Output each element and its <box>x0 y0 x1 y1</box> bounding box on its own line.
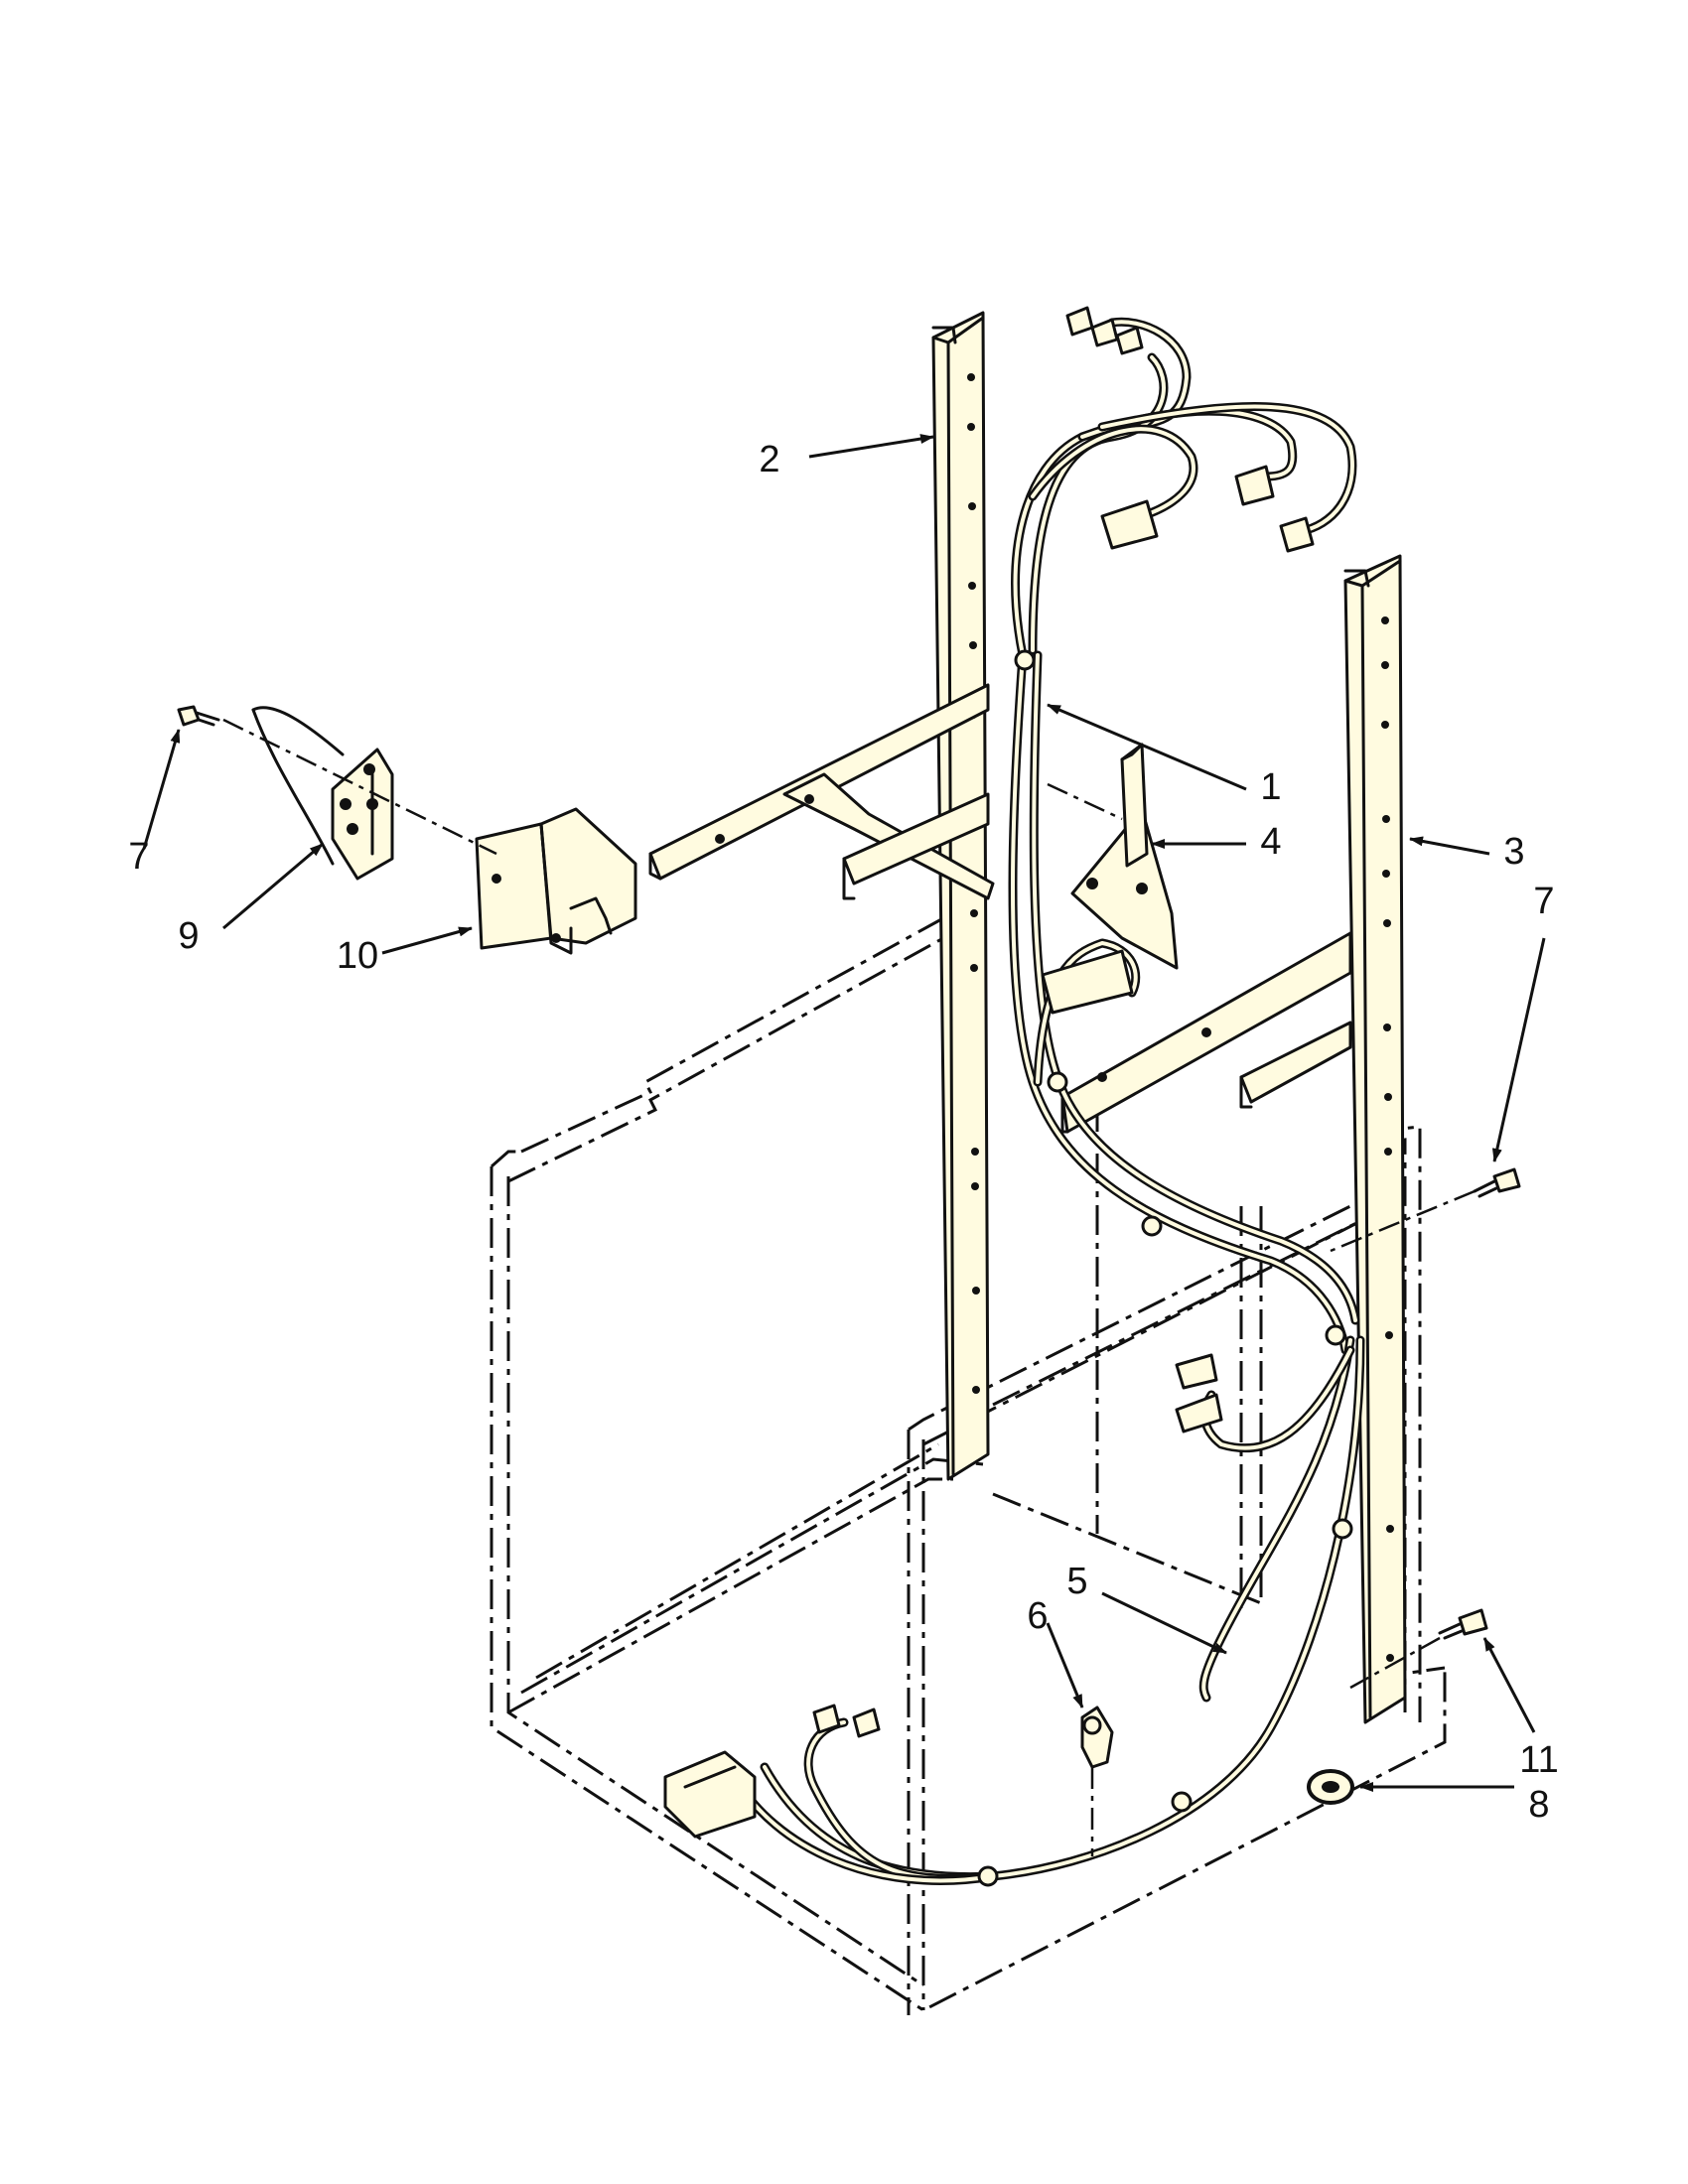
callout-3: 3 <box>1503 831 1524 873</box>
callout-10: 10 <box>337 935 378 977</box>
callout-8: 8 <box>1528 1784 1549 1826</box>
grommet <box>1307 1769 1354 1805</box>
screw-bottom-right <box>1438 1608 1488 1640</box>
callout-7-left: 7 <box>128 836 149 878</box>
screw-left <box>177 705 220 727</box>
wire-harness-bracket <box>1070 743 1179 970</box>
callout-11: 11 <box>1519 1739 1558 1781</box>
callout-2: 2 <box>759 439 779 480</box>
screw-right <box>1473 1167 1521 1198</box>
callout-9: 9 <box>178 915 199 957</box>
ground-connector <box>1080 1706 1114 1769</box>
left-cross-brace <box>648 683 995 900</box>
installation-leaders <box>222 718 1476 1856</box>
callout-labels: 2 1 4 3 7 7 9 10 5 6 11 8 <box>128 439 1558 1826</box>
callout-4: 4 <box>1260 821 1281 863</box>
right-cross-brace <box>1060 931 1352 1134</box>
left-upright-channel <box>931 311 990 1481</box>
callout-7-right: 7 <box>1533 881 1554 922</box>
electrical-bracket <box>475 807 637 955</box>
callout-1: 1 <box>1260 766 1281 808</box>
callout-6: 6 <box>1027 1595 1048 1637</box>
callout-arrows <box>142 434 1546 1792</box>
wire-harness <box>663 306 1365 1887</box>
callout-5: 5 <box>1066 1561 1087 1602</box>
right-upright-channel <box>1343 554 1407 1724</box>
